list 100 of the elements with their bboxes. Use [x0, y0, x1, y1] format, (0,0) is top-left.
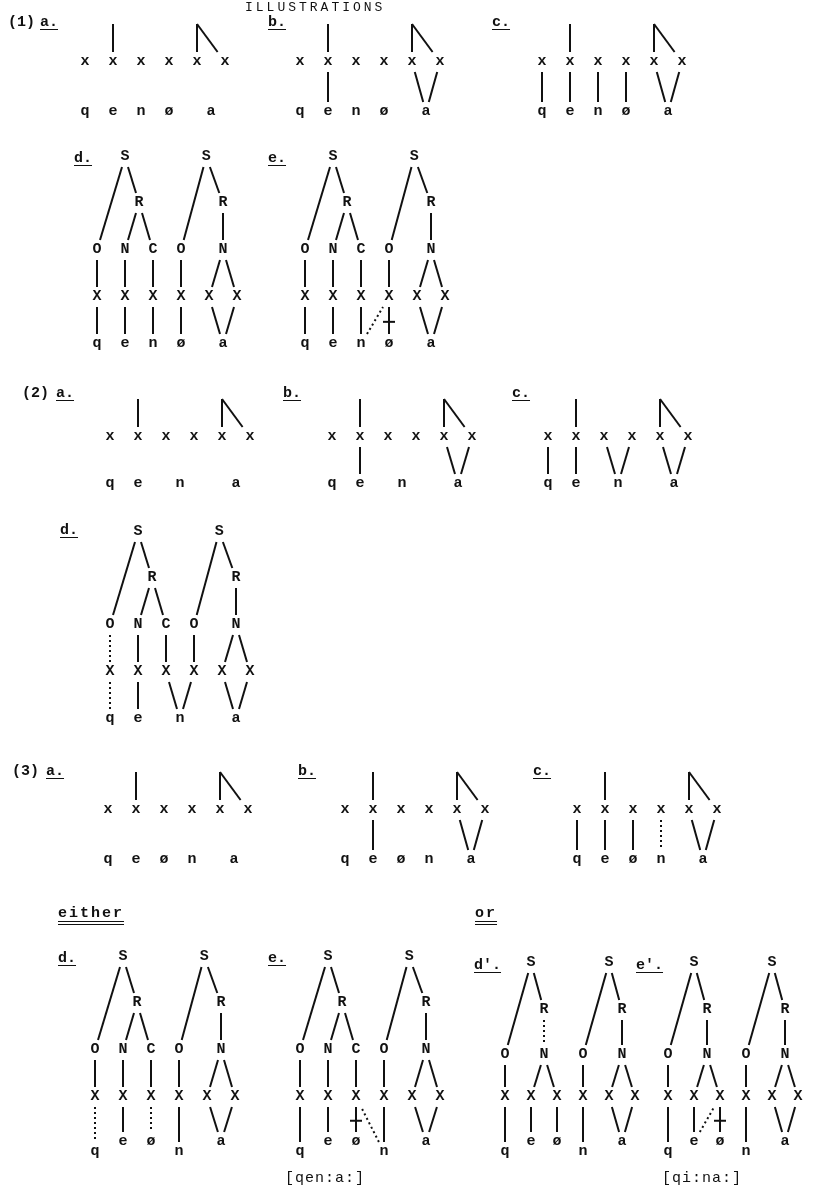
tier-symbol: S: [321, 948, 335, 966]
tier-symbol: X: [765, 1088, 779, 1106]
skeleton-stroke: [443, 398, 445, 428]
tier-symbol: X: [524, 1088, 538, 1106]
example-letter: b.: [268, 14, 286, 32]
tier-symbol: n: [185, 851, 199, 869]
association-line: [332, 259, 334, 288]
tier-symbol: C: [354, 241, 368, 259]
example-letter: b.: [298, 763, 316, 781]
example-letter: d'.: [474, 957, 501, 975]
tier-symbol: x: [101, 801, 115, 819]
tier-symbol: x: [215, 428, 229, 446]
tier-symbol: S: [765, 954, 779, 972]
tier-symbol: x: [626, 801, 640, 819]
tier-symbol: x: [157, 801, 171, 819]
tier-symbol: S: [402, 948, 417, 966]
tier-symbol: R: [216, 194, 230, 212]
tier-symbol: N: [216, 241, 230, 259]
tier-symbol: O: [739, 1046, 753, 1064]
association-line: [427, 71, 439, 103]
association-line: [165, 634, 167, 663]
tier-symbol: X: [174, 288, 188, 306]
association-line: [195, 541, 218, 616]
tier-symbol: X: [377, 1088, 391, 1106]
tier-symbol: X: [354, 288, 368, 306]
association-line: [472, 819, 484, 851]
association-line: [532, 972, 543, 1001]
association-line: [541, 71, 543, 103]
skeleton-stroke: [604, 771, 606, 801]
tier-symbol: X: [298, 288, 312, 306]
association-line: [206, 966, 219, 994]
tier-symbol: x: [654, 801, 668, 819]
tier-symbol: S: [602, 954, 616, 972]
tier-symbol: N: [321, 1041, 335, 1059]
tier-symbol: q: [101, 851, 115, 869]
tier-symbol: N: [116, 1041, 130, 1059]
tier-symbol: a: [615, 1133, 629, 1151]
tier-symbol: N: [214, 1041, 228, 1059]
association-line: [182, 681, 192, 710]
skeleton-stroke: [575, 398, 577, 428]
tier-symbol: S: [524, 954, 538, 972]
tier-symbol: q: [88, 1143, 102, 1161]
tier-symbol: x: [405, 53, 419, 71]
tier-symbol: S: [687, 954, 701, 972]
association-line: [223, 1106, 233, 1133]
tier-symbol: x: [570, 801, 584, 819]
skeleton-stroke: [569, 23, 571, 53]
tier-symbol: O: [498, 1046, 512, 1064]
tier-symbol: X: [146, 288, 160, 306]
association-line: [140, 541, 150, 569]
tier-symbol: a: [214, 1133, 228, 1151]
skeleton-stroke: [137, 398, 139, 428]
association-line: [327, 1059, 329, 1088]
transcription-label: [qen:a:]: [285, 1170, 365, 1188]
tier-symbol: R: [214, 994, 228, 1012]
tier-symbol: x: [422, 801, 436, 819]
association-line: [180, 306, 182, 335]
tier-symbol: R: [145, 569, 159, 587]
association-line: [667, 1106, 669, 1143]
association-line: [388, 306, 390, 335]
tier-symbol: x: [563, 53, 577, 71]
skeleton-stroke: [196, 23, 219, 53]
tier-symbol: R: [700, 1001, 714, 1019]
tier-symbol: q: [535, 103, 549, 121]
association-line: [360, 306, 362, 335]
tier-symbol: ø: [713, 1133, 727, 1151]
association-line: [96, 306, 98, 335]
association-line: [223, 1059, 233, 1088]
example-letter: c.: [533, 763, 551, 781]
tier-symbol: a: [419, 103, 433, 121]
tier-symbol: O: [88, 1041, 102, 1059]
association-line: [390, 166, 413, 241]
association-line: [140, 587, 150, 616]
tier-symbol: x: [625, 428, 639, 446]
association-line: [669, 972, 693, 1046]
association-line: [695, 972, 706, 1001]
tier-symbol: e: [524, 1133, 538, 1151]
association-line: [139, 1012, 149, 1041]
tier-symbol: x: [450, 801, 464, 819]
association-line: [349, 212, 359, 241]
association-line: [238, 634, 248, 663]
tier-symbol: X: [90, 288, 104, 306]
tier-symbol: X: [498, 1088, 512, 1106]
skeleton-stroke: [688, 771, 711, 801]
association-line: [747, 972, 771, 1046]
tier-symbol: e: [106, 103, 120, 121]
tier-symbol: n: [146, 335, 160, 353]
tier-symbol: q: [325, 475, 339, 493]
tier-symbol: R: [340, 194, 354, 212]
association-line: [168, 681, 178, 710]
tier-symbol: X: [228, 1088, 242, 1106]
association-line: [610, 1106, 621, 1133]
tier-symbol: x: [535, 53, 549, 71]
tier-symbol: ø: [626, 851, 640, 869]
tier-symbol: O: [90, 241, 104, 259]
tier-symbol: X: [131, 663, 145, 681]
tier-symbol: n: [739, 1143, 753, 1161]
association-line: [127, 212, 137, 241]
association-line: [704, 819, 716, 851]
association-line: [141, 212, 151, 241]
